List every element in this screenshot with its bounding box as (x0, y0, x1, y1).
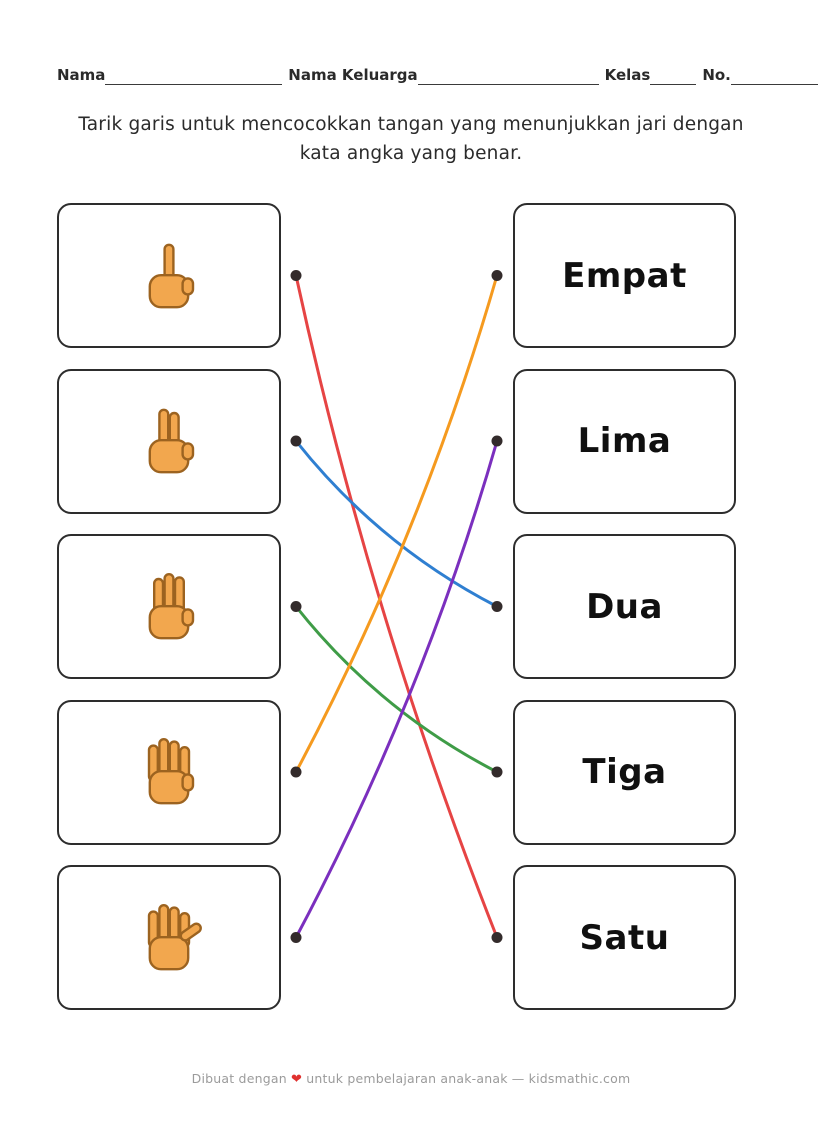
kelas-input-line[interactable] (650, 71, 697, 85)
footer-post-text: untuk pembelajaran anak-anak — kidsmathi… (306, 1071, 631, 1086)
no-input-line[interactable] (730, 71, 819, 85)
connection-dot-right-4[interactable] (491, 766, 503, 778)
connection-dot-right-2[interactable] (491, 435, 503, 447)
number-word: Empat (562, 255, 687, 296)
nama-label: Nama (57, 66, 106, 84)
number-word: Lima (577, 421, 672, 461)
connection-dot-right-1[interactable] (491, 270, 503, 281)
hand-card-3[interactable] (57, 534, 281, 679)
hand-1-finger-icon (148, 243, 195, 308)
connection-dot-left-2[interactable] (290, 435, 302, 447)
number-word: Tiga (582, 752, 667, 792)
word-card-dua[interactable]: Dua (513, 534, 736, 679)
word-card-lima[interactable]: Lima (513, 368, 736, 514)
match-line (294, 274, 499, 939)
hand-card-2[interactable] (57, 368, 281, 514)
match-line (294, 605, 499, 774)
match-line (294, 439, 499, 608)
instruction-text: Tarik garis untuk mencocokkan tangan yan… (0, 110, 822, 168)
nama-input-line[interactable] (105, 71, 283, 85)
hand-3-fingers-icon (148, 572, 195, 639)
hand-column (57, 203, 281, 1010)
word-card-empat[interactable]: Empat (513, 203, 736, 348)
connection-dot-left-3[interactable] (290, 601, 302, 612)
instruction-line-1: Tarik garis untuk mencocokkan tangan yan… (78, 114, 744, 135)
number-word: Dua (586, 586, 663, 627)
nama-keluarga-input-line[interactable] (417, 71, 599, 85)
nama-keluarga-label: Nama Keluarga (288, 66, 418, 84)
word-card-satu[interactable]: Satu (513, 865, 736, 1010)
word-column: Empat Lima Dua Tiga Satu (513, 203, 736, 1010)
connection-dot-right-5[interactable] (491, 932, 503, 943)
match-line (294, 274, 499, 774)
student-info-row: Nama Nama Keluarga Kelas No. (57, 66, 819, 85)
instruction-line-2: kata angka yang benar. (299, 143, 523, 164)
word-card-tiga[interactable]: Tiga (513, 699, 736, 845)
no-label: No. (702, 66, 731, 84)
number-word: Satu (579, 917, 670, 958)
match-line (294, 439, 499, 939)
connection-dot-left-5[interactable] (290, 932, 302, 943)
hand-4-fingers-icon (147, 738, 195, 805)
connection-dot-left-4[interactable] (290, 766, 302, 778)
hand-5-fingers-icon (147, 903, 202, 970)
footer-pre-text: Dibuat dengan (191, 1071, 287, 1086)
kelas-label: Kelas (604, 66, 651, 84)
hand-card-4[interactable] (57, 699, 281, 845)
heart-icon: ❤ (291, 1072, 303, 1087)
footer-credit: Dibuat dengan ❤ untuk pembelajaran anak-… (0, 1071, 822, 1087)
connection-dot-right-3[interactable] (491, 601, 503, 612)
hand-card-1[interactable] (57, 203, 281, 348)
connection-dot-left-1[interactable] (290, 270, 302, 281)
hand-card-5[interactable] (57, 865, 281, 1010)
hand-2-fingers-icon (148, 408, 195, 474)
